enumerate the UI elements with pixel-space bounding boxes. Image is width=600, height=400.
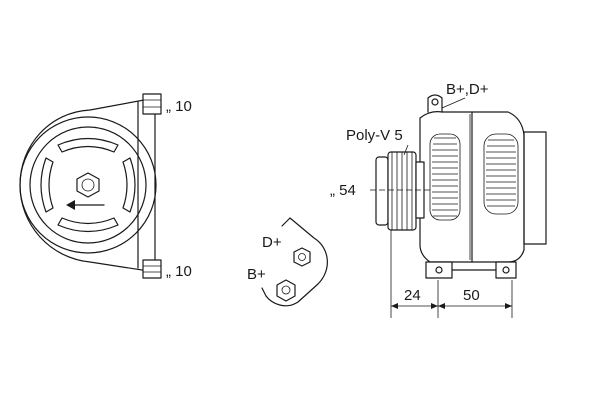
front-vent-fins	[429, 133, 461, 221]
terminal-d-plus-label: D+	[262, 234, 282, 251]
terminal-plate-detail	[261, 217, 328, 307]
rear-mounting-foot	[495, 261, 517, 279]
bracket-top-hole-label: „ 10	[166, 98, 192, 115]
dimension-lines	[390, 230, 513, 318]
b-plus-terminal-nut	[276, 279, 296, 302]
belt-type-label: Poly-V 5	[346, 127, 403, 144]
terminals-header-label: B+,D+	[446, 81, 489, 98]
poly-v-pulley	[375, 151, 425, 231]
terminal-b-plus-label: B+	[247, 266, 266, 283]
fan-outer-circle	[19, 116, 157, 254]
rotation-direction-arrow-icon	[66, 200, 105, 210]
bracket-bottom-hole-label: „ 10	[166, 263, 192, 280]
alternator-front-view	[19, 93, 162, 279]
bottom-mounting-lug	[142, 259, 162, 279]
rear-cover	[523, 131, 547, 245]
d-plus-terminal-nut	[293, 247, 311, 267]
front-mounting-foot	[425, 261, 453, 279]
pulley-diameter-label: „ 54	[330, 182, 356, 199]
rear-vent-fins	[483, 133, 519, 215]
dimension-left-value: 24	[404, 287, 421, 304]
top-mounting-lug	[142, 93, 162, 115]
dimension-right-value: 50	[463, 287, 480, 304]
alternator-side-view	[370, 94, 547, 279]
shaft-nut	[76, 172, 100, 198]
